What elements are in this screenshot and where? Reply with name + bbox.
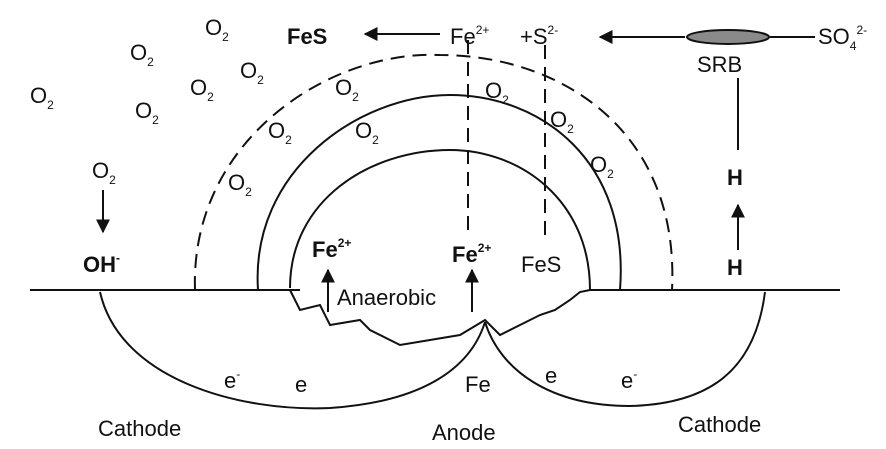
cathode-left-label: Cathode [98,416,181,441]
oxygen-label: O2 [130,40,154,69]
fe-ion-left-label: Fe2+ [312,236,351,262]
oxygen-label: O2 [355,118,379,147]
electron-label: e [295,372,307,397]
sulfate-label: SO42- [818,23,867,53]
electron-label: e- [621,367,637,393]
oxygen-label: O2 [590,152,614,181]
oxygen-label: O2 [268,118,292,147]
cathode-right-label: Cathode [678,412,761,437]
inner-layer [289,148,591,291]
srb-label: SRB [697,52,742,77]
oxygen-label: O2 [205,15,229,44]
oxygen-label: O2 [335,75,359,104]
fe-anode-label: Fe [465,372,491,397]
oxygen-label: O2 [550,107,574,136]
oxygen-label: O2 [485,78,509,107]
outer-dashed-layer [193,53,674,291]
corrosion-pit [289,289,591,347]
oxygen-labels: O2 O2 O2 O2 O2 O2 O2 O2 O2 O2 O2 O2 O2 O… [30,15,614,199]
fe-ion-center-label: Fe2+ [452,241,491,267]
anaerobic-label: Anaerobic [337,285,436,310]
hydrogen-lower-label: H [727,255,743,280]
middle-layer [256,93,622,291]
fes-top-label: FeS [287,24,327,49]
oxygen-label: O2 [92,158,116,187]
electron-label: e [545,363,557,388]
cathode-left-arc [99,291,486,410]
hydrogen-upper-label: H [727,165,743,190]
electron-label: e- [224,367,240,393]
srb-cell [686,29,770,45]
anode-label: Anode [432,420,496,445]
oxygen-label: O2 [190,75,214,104]
oxygen-label: O2 [135,98,159,127]
oxygen-label: O2 [240,58,264,87]
fes-pit-label: FeS [521,252,561,277]
sulfide-label: +S2- [520,23,558,49]
cathode-right-arc [484,291,766,408]
oxygen-label: O2 [228,170,252,199]
fe-ion-top-label: Fe2+ [450,23,489,49]
hydroxide-label: OH- [83,251,120,277]
oxygen-label: O2 [30,83,54,112]
